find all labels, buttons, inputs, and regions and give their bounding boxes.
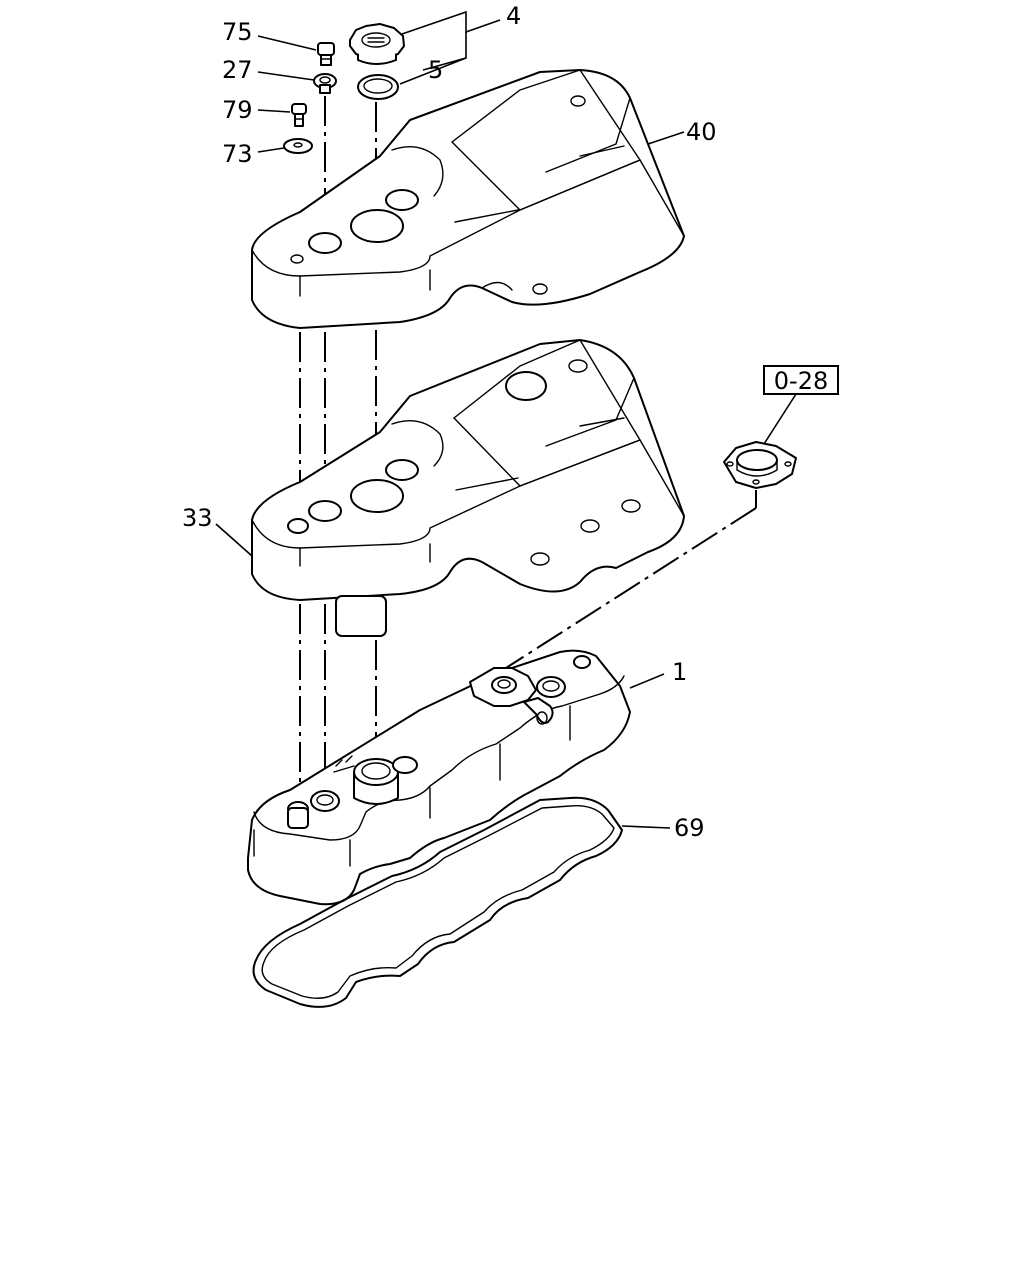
breather-0-28 [723, 441, 797, 489]
reference-box-0-28: 0-28 [763, 365, 839, 395]
callout-1: 1 [672, 658, 687, 686]
callout-27: 27 [222, 56, 253, 84]
cover-40 [251, 69, 685, 329]
callout-75: 75 [222, 18, 253, 46]
bolt-75 [317, 42, 335, 66]
gasket-69 [252, 796, 623, 1008]
bolt-79 [291, 103, 307, 127]
callout-40: 40 [686, 118, 717, 146]
callout-73: 73 [222, 140, 253, 168]
callout-79: 79 [222, 96, 253, 124]
callout-5: 5 [428, 56, 443, 84]
oil-filler-cap-4 [349, 23, 405, 65]
callout-33: 33 [182, 504, 213, 532]
o-ring-5 [357, 74, 399, 100]
reference-box-label: 0-28 [774, 367, 828, 395]
callout-69: 69 [674, 814, 705, 842]
washer-27 [313, 73, 337, 94]
callout-4: 4 [506, 2, 521, 30]
washer-73 [283, 138, 313, 154]
plate-33 [251, 339, 685, 637]
